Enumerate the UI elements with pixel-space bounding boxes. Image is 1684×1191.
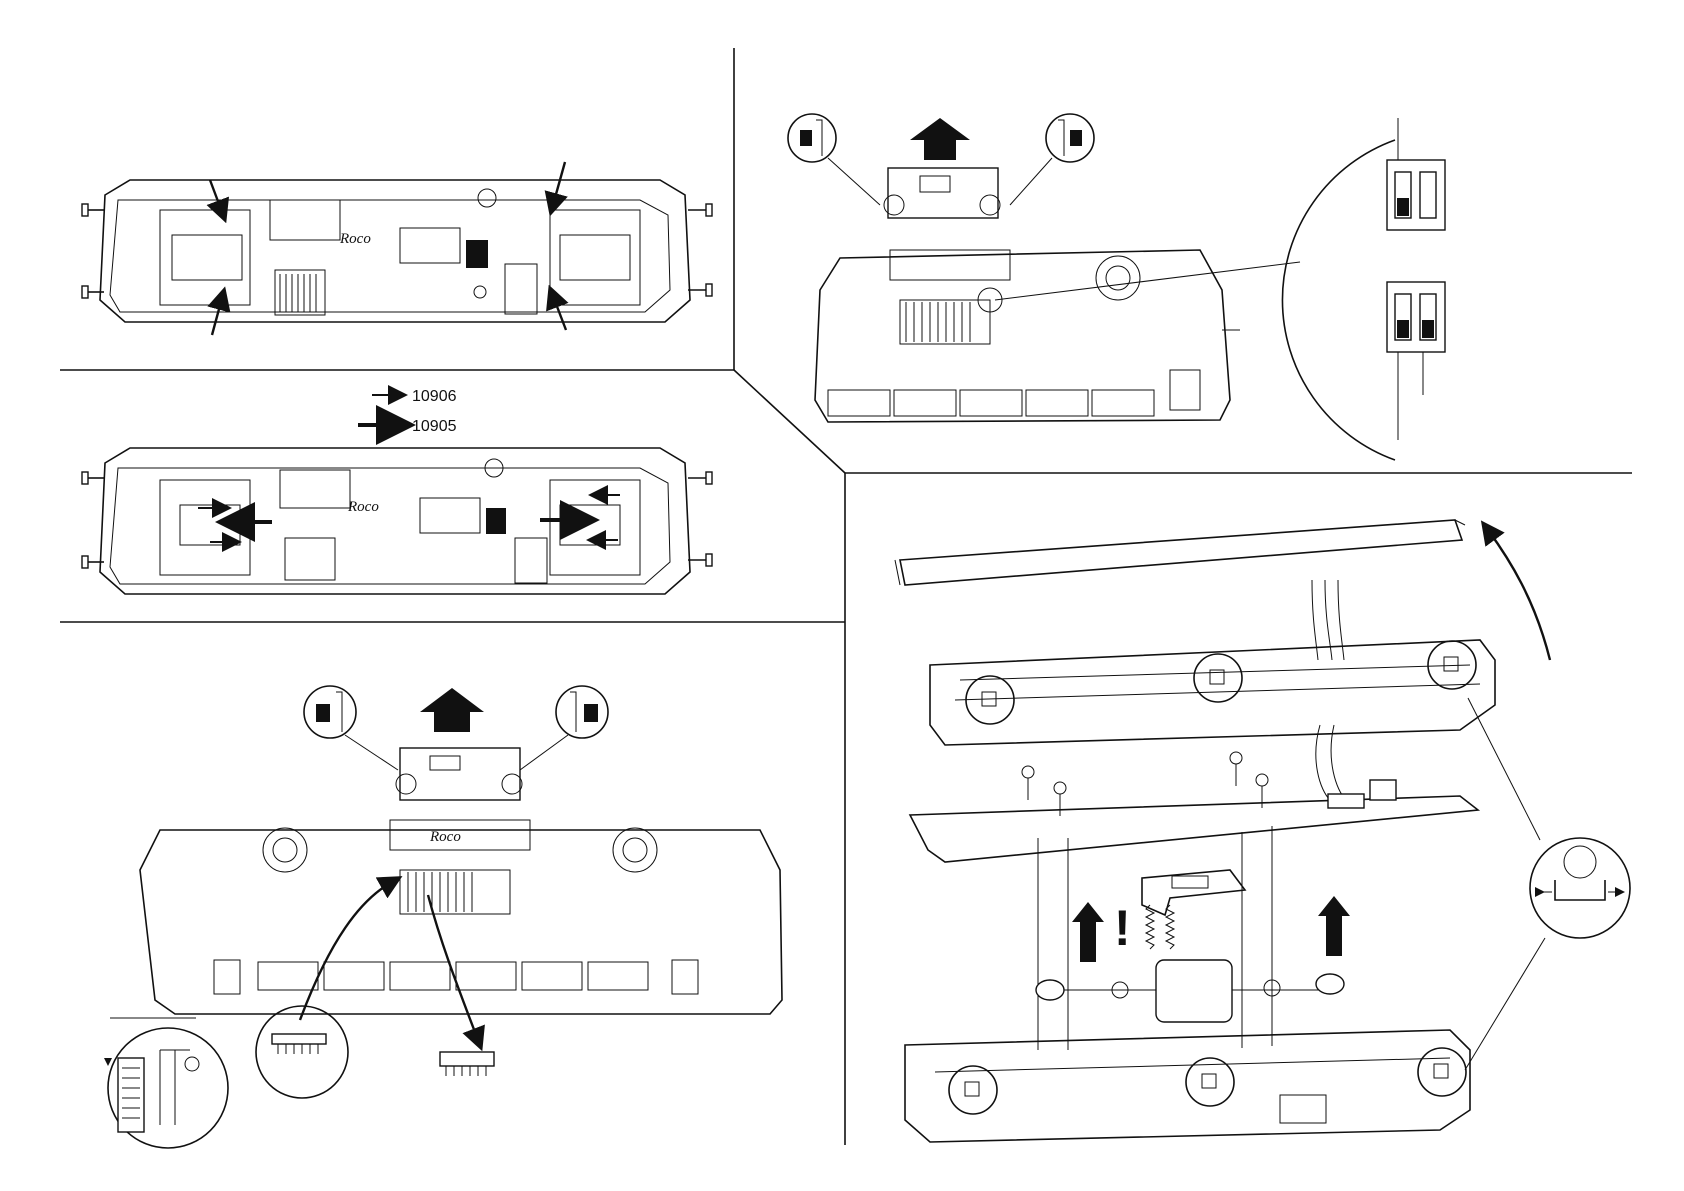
clip-arrows-panel-1 <box>210 162 566 335</box>
decoder-module <box>440 1052 494 1076</box>
side-windows-1 <box>828 390 1154 416</box>
motor-with-flywheels <box>1036 960 1344 1022</box>
up-arrow-left <box>1072 902 1104 962</box>
locomotive-top-view-1: Roco <box>82 180 712 322</box>
clip-detail-left-2 <box>304 686 356 738</box>
lift-body-arrow <box>1488 530 1550 660</box>
springs <box>1146 905 1174 949</box>
board-lift-arrow-1 <box>910 118 970 160</box>
panel-4-decoder-removal: Roco <box>104 686 782 1148</box>
decoder-pins <box>446 1066 486 1076</box>
decoder-board-lifted-2 <box>396 748 522 800</box>
coupler-arrows-panel-2 <box>198 495 620 542</box>
panel-1-chassis-top-view: Roco <box>82 162 712 335</box>
buffers-right-2 <box>688 472 712 566</box>
panel-5-exploded-view: ! <box>895 520 1630 1142</box>
legend-item-10905: 10905 <box>358 418 457 435</box>
roco-logo-3: Roco <box>429 829 461 845</box>
board-lift-arrow-2 <box>420 688 484 732</box>
alignment-lines <box>1038 826 1272 1050</box>
warning-symbol: ! <box>1114 900 1131 956</box>
locomotive-side-view-1 <box>815 250 1240 422</box>
clip-detail-right-1 <box>1046 114 1094 162</box>
clip-detail-right-2 <box>556 686 608 738</box>
motor-coil-lines <box>280 274 316 312</box>
pcb-board <box>910 780 1478 862</box>
roco-logo-2: Roco <box>347 499 379 515</box>
panel-2-coupler-variants: 10906 10905 Roco <box>82 388 712 594</box>
plug-zoom-callout <box>256 1006 348 1098</box>
motor-coil-lines-3 <box>408 872 472 912</box>
dip-switch-setting-b <box>1387 282 1445 440</box>
roco-logo-1: Roco <box>339 231 371 247</box>
switch-zoom-callout <box>1282 140 1395 460</box>
legend-code-10906: 10906 <box>412 388 457 405</box>
latch-zoom-callout <box>1530 838 1630 938</box>
dip-switch-setting-a <box>1387 118 1445 230</box>
upper-chassis-frame <box>930 640 1495 745</box>
legend-code-10905: 10905 <box>412 418 457 435</box>
locomotive-top-view-2: Roco <box>82 448 712 594</box>
decoder-board-lifted-1 <box>884 168 1000 218</box>
light-guide-bar <box>895 520 1465 585</box>
up-arrow-right <box>1318 896 1350 956</box>
clip-detail-left-1 <box>788 114 836 162</box>
wire-harness <box>1312 580 1346 800</box>
socket-zoom-callout <box>104 1028 228 1148</box>
locomotive-side-view-2: Roco <box>140 820 782 1014</box>
motor-coil-lines-2 <box>906 302 970 342</box>
legend-item-10906: 10906 <box>372 388 457 405</box>
lower-chassis-frame <box>905 1030 1470 1142</box>
plug-pins <box>278 1044 318 1054</box>
buffers-right <box>688 204 712 296</box>
motor-mount <box>1142 870 1245 915</box>
plug-remove-arrows <box>300 882 478 1040</box>
legend: 10906 10905 <box>358 388 457 435</box>
panel-3-switch-setting <box>788 114 1445 460</box>
